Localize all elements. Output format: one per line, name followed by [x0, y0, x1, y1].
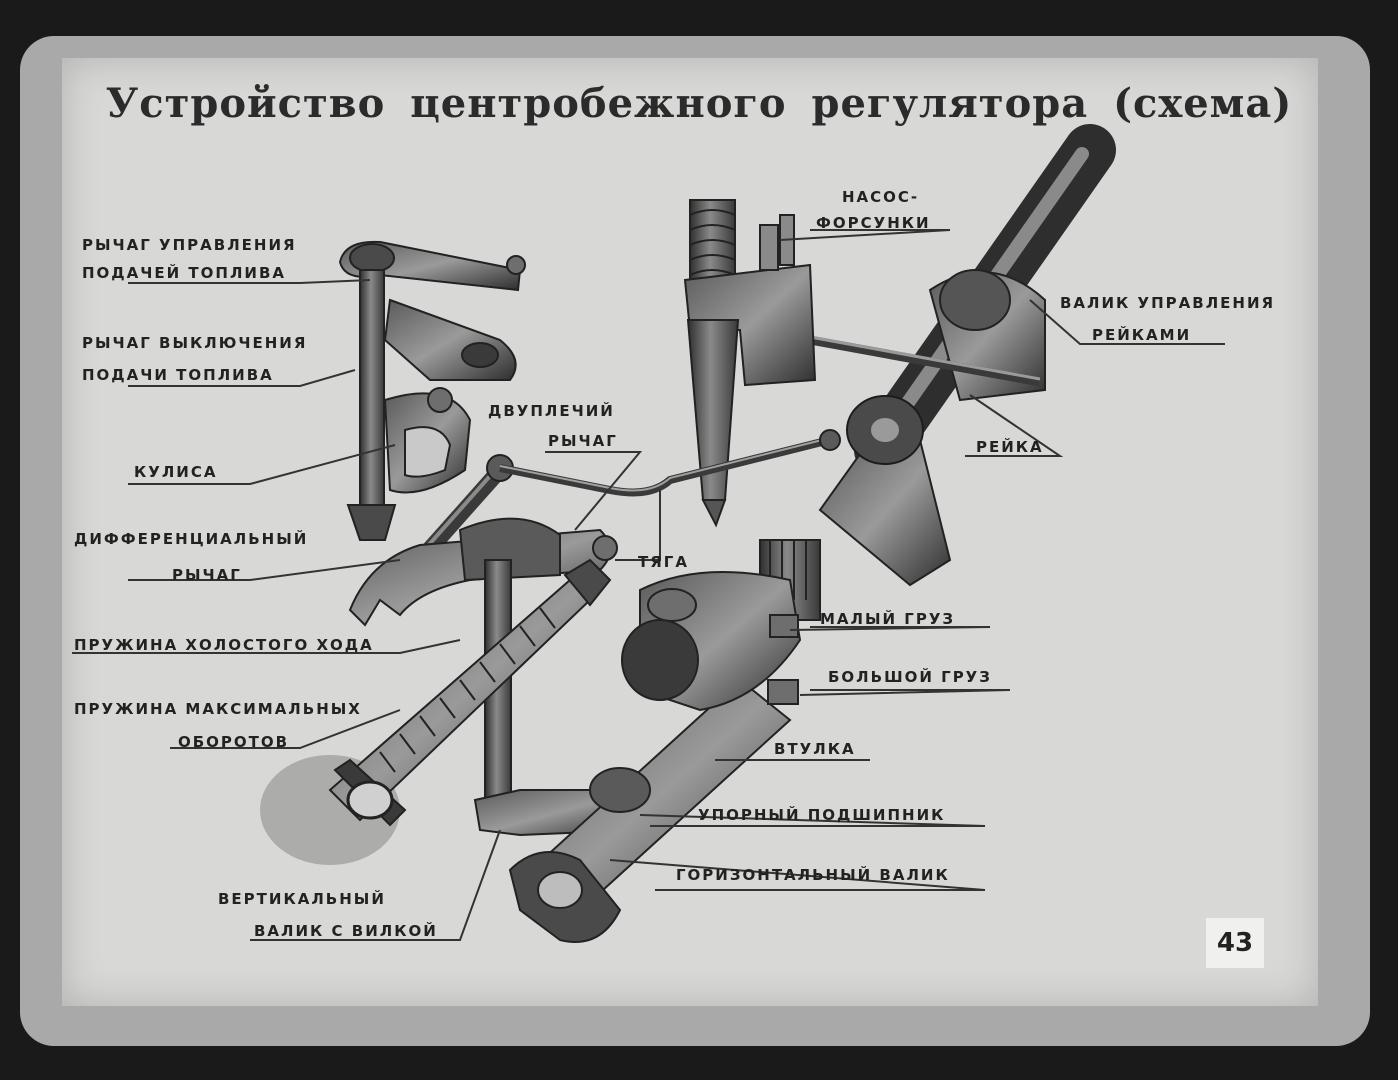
label-vertical-shaft-line2: валик с вилкой — [254, 922, 438, 940]
label-vertical-shaft-line1: вертикальный — [218, 890, 386, 908]
fuel-control-vertical-shaft — [346, 269, 397, 541]
label-sleeve: втулка — [774, 740, 856, 758]
label-rack-shaft-line2: рейками — [1092, 326, 1192, 344]
label-fuel-control-lever-line1: рычаг управления — [82, 236, 297, 254]
label-large-weight: большой груз — [828, 668, 992, 686]
rod — [499, 429, 841, 497]
label-double-lever-line2: рычаг — [548, 432, 618, 450]
label-fuel-control-lever-line2: подачей топлива — [82, 264, 287, 282]
label-pump-injectors-line1: насос- — [842, 188, 920, 206]
label-link-block: кулиса — [134, 463, 218, 481]
link-block — [383, 387, 472, 494]
pump-injector — [683, 199, 817, 528]
page-title: Устройство центробежного регулятора (схе… — [105, 80, 1293, 127]
leader-lines — [72, 229, 1225, 941]
shaft-support-stand — [818, 395, 952, 587]
label-rod: тяга — [638, 553, 689, 571]
weights-carrier — [621, 571, 802, 712]
label-fuel-cutoff-lever-line1: рычаг выключения — [82, 334, 308, 352]
rack-bar — [809, 335, 1041, 387]
label-differential-lever-line1: дифференциальный — [74, 530, 309, 548]
fuel-cutoff-lever — [383, 298, 517, 381]
label-idle-spring: пружина холостого хода — [74, 636, 374, 654]
label-max-speed-spring-line2: оборотов — [178, 733, 290, 751]
label-rack-shaft-line1: валик управления — [1060, 294, 1276, 312]
label-fuel-cutoff-lever-line2: подачи топлива — [82, 366, 274, 384]
label-rack: рейка — [976, 438, 1044, 456]
label-double-lever-line1: двуплечий — [488, 402, 615, 420]
fuel-control-lever — [338, 240, 526, 292]
label-thrust-bearing: упорный подшипник — [698, 806, 946, 824]
label-horizontal-shaft: горизонтальный валик — [676, 866, 950, 884]
label-pump-injectors-line2: форсунки — [816, 214, 931, 232]
label-differential-lever-line2: рычаг — [172, 566, 242, 584]
page-number: 43 — [1206, 918, 1264, 968]
spring-assembly — [260, 558, 612, 865]
label-small-weight: малый груз — [820, 610, 956, 628]
label-max-speed-spring-line1: пружина максимальных — [74, 700, 362, 718]
